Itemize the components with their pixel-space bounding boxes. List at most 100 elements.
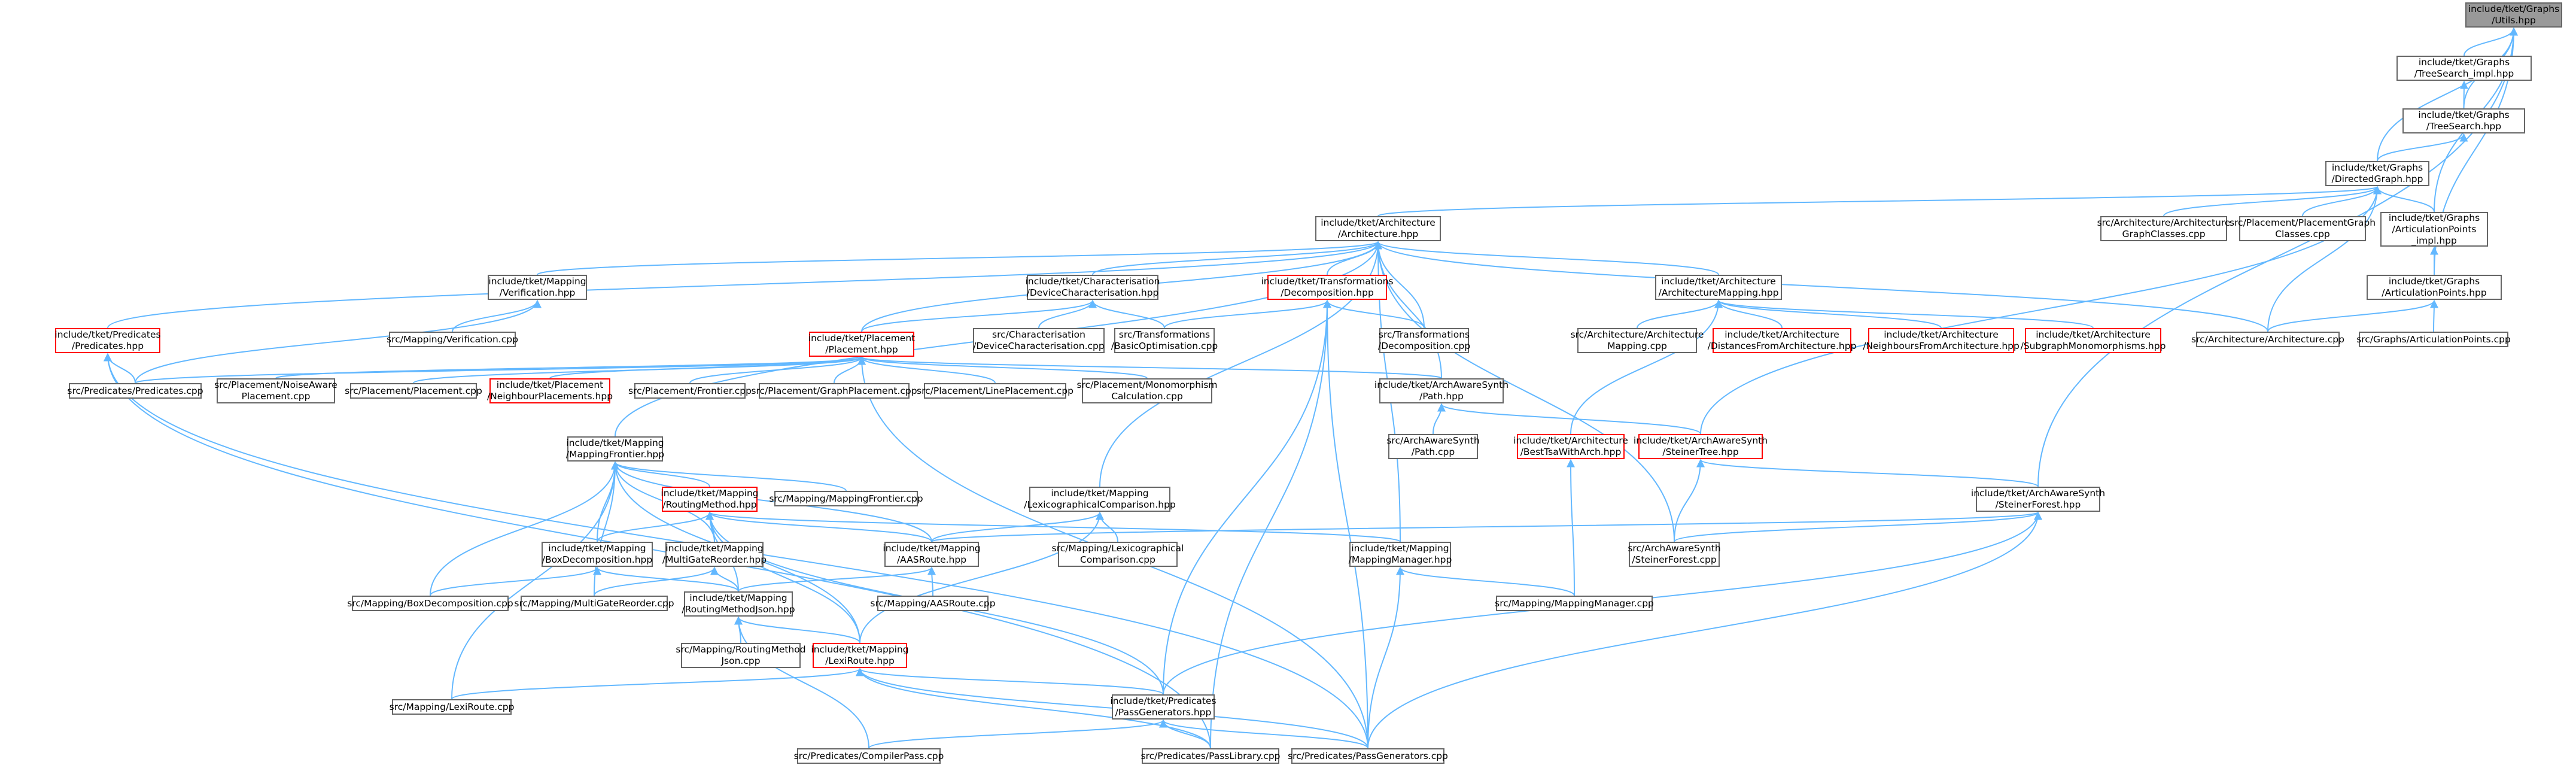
node-placement-cpp[interactable]: src/Placement/Placement.cpp — [345, 383, 482, 399]
node-label-line: include/tket/Graphs — [2388, 212, 2480, 223]
node-passlibrary-cpp[interactable]: src/Predicates/PassLibrary.cpp — [1141, 748, 1281, 764]
node-neighbourplacements-hpp[interactable]: include/tket/Placement/NeighbourPlacemen… — [486, 378, 613, 403]
node-label-line: src/Transformations — [1378, 329, 1470, 340]
node-lexiroute-hpp[interactable]: include/tket/Mapping/LexiRoute.hpp — [811, 643, 909, 668]
node-path-cpp[interactable]: src/ArchAwareSynth/Path.cpp — [1386, 434, 1480, 459]
node-besttsawitharch-hpp[interactable]: include/tket/Architecture/BestTsaWithArc… — [1513, 434, 1628, 459]
node-treesearch-hpp[interactable]: include/tket/Graphs/TreeSearch.hpp — [2402, 108, 2525, 133]
node-articulationpoints-cpp[interactable]: src/Graphs/ArticulationPoints.cpp — [2356, 332, 2511, 347]
node-articulationpoints-impl-hpp[interactable]: include/tket/Graphs/ArticulationPoints_i… — [2380, 212, 2488, 247]
node-multigatereorder-hpp[interactable]: include/tket/Mapping/MultiGateReorder.hp… — [662, 542, 767, 567]
node-label-line: /TreeSearch_impl.hpp — [2414, 68, 2514, 79]
node-treesearch-impl-hpp[interactable]: include/tket/Graphs/TreeSearch_impl.hpp — [2396, 56, 2532, 81]
node-routingmethod-hpp[interactable]: include/tket/Mapping/RoutingMethod.hpp — [661, 487, 759, 512]
node-aasroute-hpp[interactable]: include/tket/Mapping/AASRoute.hpp — [883, 542, 981, 567]
node-label-line: src/Mapping/RoutingMethod — [676, 644, 806, 655]
node-mappingfrontier-cpp[interactable]: src/Mapping/MappingFrontier.cpp — [769, 491, 923, 506]
node-path-hpp[interactable]: include/tket/ArchAwareSynth/Path.hpp — [1374, 378, 1509, 403]
dependency-edge — [430, 461, 619, 596]
node-aasroute-cpp[interactable]: src/Mapping/AASRoute.cpp — [870, 596, 996, 611]
node-multigatereorder-cpp[interactable]: src/Mapping/MultiGateReorder.cpp — [514, 596, 674, 611]
node-label-line: src/Architecture/Architecture — [1570, 329, 1704, 340]
dependency-edge — [868, 719, 1167, 749]
node-subgraphmonomorphisms-hpp[interactable]: include/tket/Architecture/SubgraphMonomo… — [2021, 328, 2166, 353]
node-mappingmanager-cpp[interactable]: src/Mapping/MappingManager.cpp — [1495, 596, 1654, 611]
node-lexiroute-cpp[interactable]: src/Mapping/LexiRoute.cpp — [390, 699, 514, 715]
node-label-line: include/tket/Mapping — [1051, 488, 1149, 499]
node-label-line: /BestTsaWithArch.hpp — [1520, 447, 1622, 457]
node-decomposition-hpp[interactable]: include/tket/Transformations/Decompositi… — [1261, 275, 1394, 300]
node-label-line: /ArticulationPoints — [2392, 223, 2477, 235]
node-passgenerators-hpp[interactable]: include/tket/Predicates/PassGenerators.h… — [1110, 694, 1216, 720]
node-decomposition-cpp[interactable]: src/Transformations/Decomposition.cpp — [1378, 328, 1470, 353]
node-graphplacement-cpp[interactable]: src/Placement/GraphPlacement.cpp — [751, 383, 917, 399]
node-predicates-cpp[interactable]: src/Predicates/Predicates.cpp — [67, 383, 203, 399]
node-directedgraph-hpp[interactable]: include/tket/Graphs/DirectedGraph.hpp — [2325, 161, 2429, 186]
node-predicates-hpp[interactable]: include/tket/Predicates/Predicates.hpp — [54, 328, 161, 353]
dependency-edge — [1437, 403, 1701, 435]
node-label-line: include/tket/Architecture — [1884, 329, 1999, 340]
node-label-line: /PassGenerators.hpp — [1115, 707, 1212, 718]
node-label-line: /SteinerTree.hpp — [1662, 447, 1739, 457]
node-label-line: /Placement.hpp — [825, 344, 898, 355]
dependency-edge — [1092, 241, 1382, 275]
node-label-line: src/Predicates/PassLibrary.cpp — [1141, 750, 1281, 761]
node-architecturemapping-hpp[interactable]: include/tket/Architecture/ArchitectureMa… — [1655, 275, 1782, 300]
node-label-line: /AASRoute.hpp — [896, 554, 967, 565]
dependency-edge — [857, 356, 1442, 379]
node-label-line: /ArticulationPoints.hpp — [2382, 287, 2487, 298]
node-basicoptimisation-cpp[interactable]: src/Transformations/BasicOptimisation.cp… — [1111, 328, 1218, 353]
node-label-line: /NeighbourPlacements.hpp — [486, 391, 613, 402]
node-placement-hpp[interactable]: include/tket/Placement/Placement.hpp — [808, 332, 915, 357]
node-distancesfromarchitecture-hpp[interactable]: include/tket/Architecture/DistancesFromA… — [1708, 328, 1856, 353]
dependency-edge — [857, 356, 1148, 379]
node-label-line: src/Mapping/MappingFrontier.cpp — [769, 493, 923, 504]
node-architecture-hpp[interactable]: include/tket/Architecture/Architecture.h… — [1315, 216, 1441, 241]
node-devicecharacterisation-hpp[interactable]: include/tket/Characterisation/DeviceChar… — [1026, 275, 1160, 300]
node-label-line: include/tket/Architecture — [2036, 329, 2151, 340]
node-label-line: /Predicates.hpp — [71, 341, 144, 351]
node-boxdecomposition-cpp[interactable]: src/Mapping/BoxDecomposition.cpp — [347, 596, 513, 611]
node-steinertree-hpp[interactable]: include/tket/ArchAwareSynth/SteinerTree.… — [1634, 434, 1768, 459]
dependency-edge — [1096, 511, 1118, 542]
node-lineplacement-cpp[interactable]: src/Placement/LinePlacement.cpp — [917, 383, 1073, 399]
node-label-line: /Path.hpp — [1419, 391, 1464, 402]
dependency-edge — [1374, 241, 1719, 275]
node-frontier-cpp[interactable]: src/Placement/Frontier.cpp — [628, 383, 752, 399]
node-utils-hpp[interactable]: include/tket/Graphs/Utils.hpp — [2465, 2, 2562, 28]
dependency-edge — [1570, 299, 1723, 435]
node-compilerpass-cpp[interactable]: src/Predicates/CompilerPass.cpp — [794, 748, 944, 764]
node-lexicographicalcomparison-hpp[interactable]: include/tket/Mapping/LexicographicalComp… — [1024, 487, 1176, 512]
node-verification-hpp[interactable]: include/tket/Mapping/Verification.hpp — [488, 275, 587, 300]
node-routingmethodjson-hpp[interactable]: include/tket/Mapping/RoutingMethodJson.h… — [682, 591, 795, 617]
node-label-line: /BoxDecomposition.hpp — [542, 554, 653, 565]
node-label-line: include/tket/ArchAwareSynth — [1633, 435, 1768, 446]
node-passgenerators-cpp[interactable]: src/Predicates/PassGenerators.cpp — [1288, 748, 1448, 764]
node-devicecharacterisation-cpp[interactable]: src/Characterisation/DeviceCharacterisat… — [973, 328, 1105, 353]
dependency-edge — [1323, 299, 1425, 329]
dependency-edge — [597, 511, 714, 542]
node-mappingfrontier-hpp[interactable]: include/tket/Mapping/MappingFrontier.hpp — [566, 436, 664, 462]
dependency-edge — [1374, 241, 1442, 379]
node-steinerforest-hpp[interactable]: include/tket/ArchAwareSynth/SteinerFores… — [1971, 487, 2105, 512]
node-mappingmanager-hpp[interactable]: include/tket/Mapping/MappingManager.hpp — [1348, 542, 1452, 567]
node-articulationpoints-hpp[interactable]: include/tket/Graphs/ArticulationPoints.h… — [2367, 275, 2502, 300]
dependency-edge — [1637, 299, 1723, 329]
node-label-line: /MappingManager.hpp — [1348, 554, 1452, 565]
dependency-edge — [1696, 459, 2039, 487]
node-label-line: src/Architecture/Architecture — [2097, 217, 2231, 228]
node-steinerforest-cpp[interactable]: src/ArchAwareSynth/SteinerForest.cpp — [1628, 542, 1721, 567]
node-architecture-cpp[interactable]: src/Architecture/Architecture.cpp — [2191, 332, 2344, 347]
node-boxdecomposition-hpp[interactable]: include/tket/Mapping/BoxDecomposition.hp… — [542, 542, 653, 567]
node-verification-cpp[interactable]: src/Mapping/Verification.cpp — [387, 332, 518, 347]
dependency-edge — [1377, 186, 2382, 217]
node-neighboursfromarchitecture-hpp[interactable]: include/tket/Architecture/NeighboursFrom… — [1863, 328, 2020, 353]
